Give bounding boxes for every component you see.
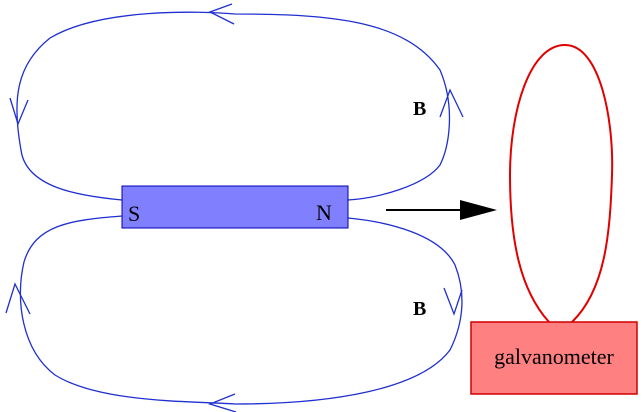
field-direction-arrows (5, 3, 464, 412)
upper-field-label: B (413, 98, 426, 120)
lower-left-arrowhead (5, 282, 31, 315)
galvanometer: galvanometer (470, 321, 638, 395)
lower-right-arrowhead (443, 287, 463, 316)
magnet-body (121, 185, 349, 229)
south-pole-label: S (128, 201, 140, 226)
top-arrowhead (208, 3, 235, 25)
upper-right-arrowhead (439, 88, 464, 118)
bar-magnet: S N (121, 185, 349, 229)
bottom-arrowhead (208, 393, 237, 412)
upper-field-loop (16, 11, 451, 201)
galvanometer-box (470, 321, 638, 395)
lower-field-loop (19, 215, 463, 405)
galvanometer-label: galvanometer (494, 344, 614, 369)
north-pole-label: N (316, 200, 332, 225)
lower-field-label: B (413, 298, 426, 320)
motion-arrow-head (460, 200, 497, 220)
magnetic-field-lines (16, 11, 463, 405)
motion-arrow (386, 200, 497, 220)
upper-left-arrowhead (9, 97, 29, 126)
coil-loop (508, 43, 614, 323)
